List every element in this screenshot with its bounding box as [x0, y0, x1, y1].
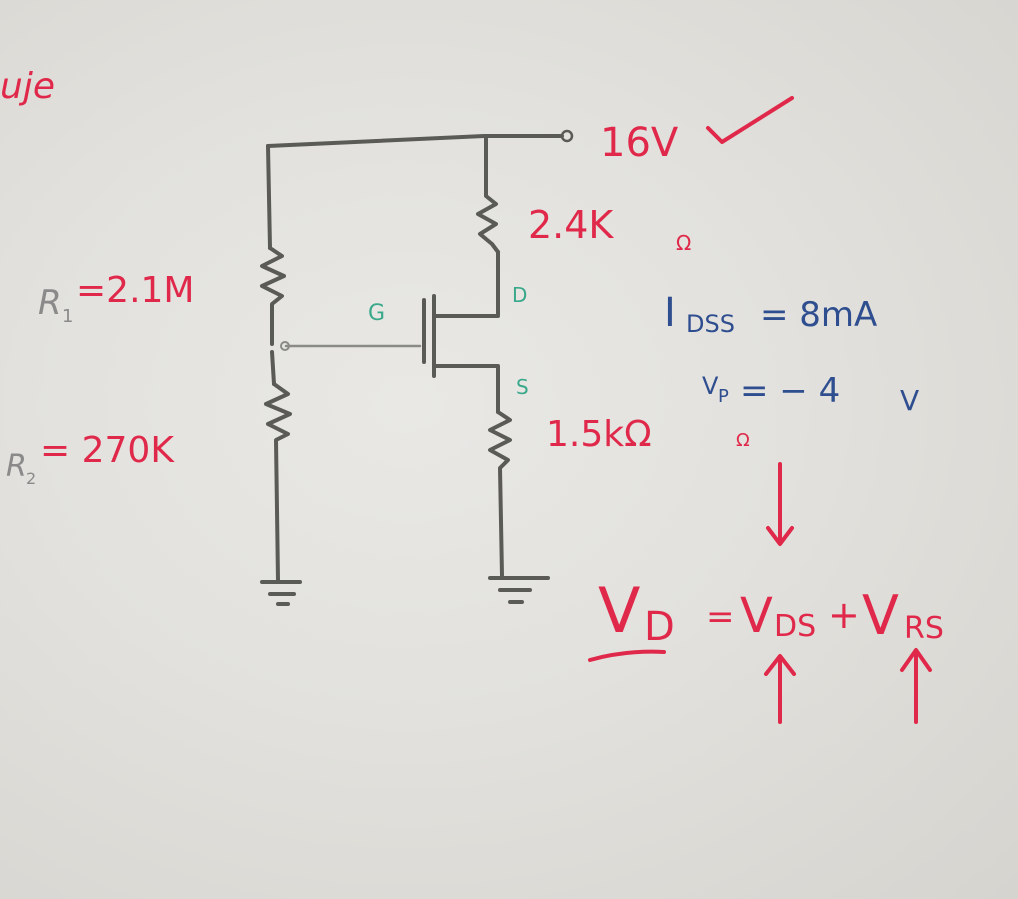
drain-label: D — [512, 283, 527, 307]
r1-resistor-symbol — [260, 246, 286, 346]
idss-symbol: I — [664, 290, 676, 336]
left-wire-mid — [270, 350, 276, 386]
equation-plus: + — [828, 593, 860, 637]
left-ground-symbol — [260, 580, 302, 606]
divider-node — [280, 341, 290, 351]
vp-symbol: V — [702, 372, 719, 400]
rd-value-label: 2.4K — [528, 203, 614, 247]
r2-value-label: = 270K — [40, 430, 175, 471]
equation-equals: = — [706, 597, 735, 637]
up-arrow-icon — [900, 648, 932, 724]
circuit-wires — [260, 134, 564, 606]
r2-subscript: 2 — [26, 469, 36, 488]
vp-value-label: = − 4 — [740, 371, 840, 411]
equation-underline — [588, 649, 666, 662]
supply-voltage-label: 16V — [600, 120, 679, 166]
left-wire-upper — [266, 144, 272, 250]
equation-term1-symbol: V — [740, 588, 773, 644]
r1-symbol: R — [38, 283, 62, 323]
header-fragment: uje — [0, 66, 55, 107]
r2-resistor-symbol — [264, 382, 292, 582]
r1-value-label: =2.1M — [76, 270, 194, 311]
up-arrow-icon — [764, 654, 796, 724]
vp-unit-label: V — [900, 384, 919, 417]
idss-subscript: DSS — [686, 310, 735, 338]
drain-wire — [432, 250, 500, 318]
top-rail-wire — [266, 134, 564, 148]
source-label: S — [516, 375, 529, 399]
rs-value-label: 1.5kΩ — [546, 414, 652, 455]
rd-unit-label: Ω — [676, 231, 691, 255]
vp-subscript: P — [718, 386, 729, 407]
right-ground-symbol — [488, 576, 550, 604]
supply-terminal-node — [560, 129, 574, 143]
equation-lhs-symbol: V — [598, 574, 640, 647]
source-wire — [432, 364, 500, 414]
gate-label: G — [368, 301, 385, 326]
r2-symbol: R — [6, 449, 27, 484]
equation-term2-symbol: V — [862, 584, 899, 647]
equation-term1-subscript: DS — [774, 609, 816, 644]
rd-resistor-symbol — [476, 136, 500, 254]
down-arrow-icon — [766, 462, 794, 546]
idss-value-label: = 8mA — [760, 295, 877, 335]
rs-resistor-symbol — [488, 410, 512, 578]
rs-unit-label: Ω — [736, 430, 750, 451]
checkmark-icon — [706, 96, 794, 144]
r1-subscript: 1 — [62, 306, 73, 327]
equation-term2-subscript: RS — [904, 611, 944, 646]
equation-lhs-subscript: D — [644, 604, 675, 650]
